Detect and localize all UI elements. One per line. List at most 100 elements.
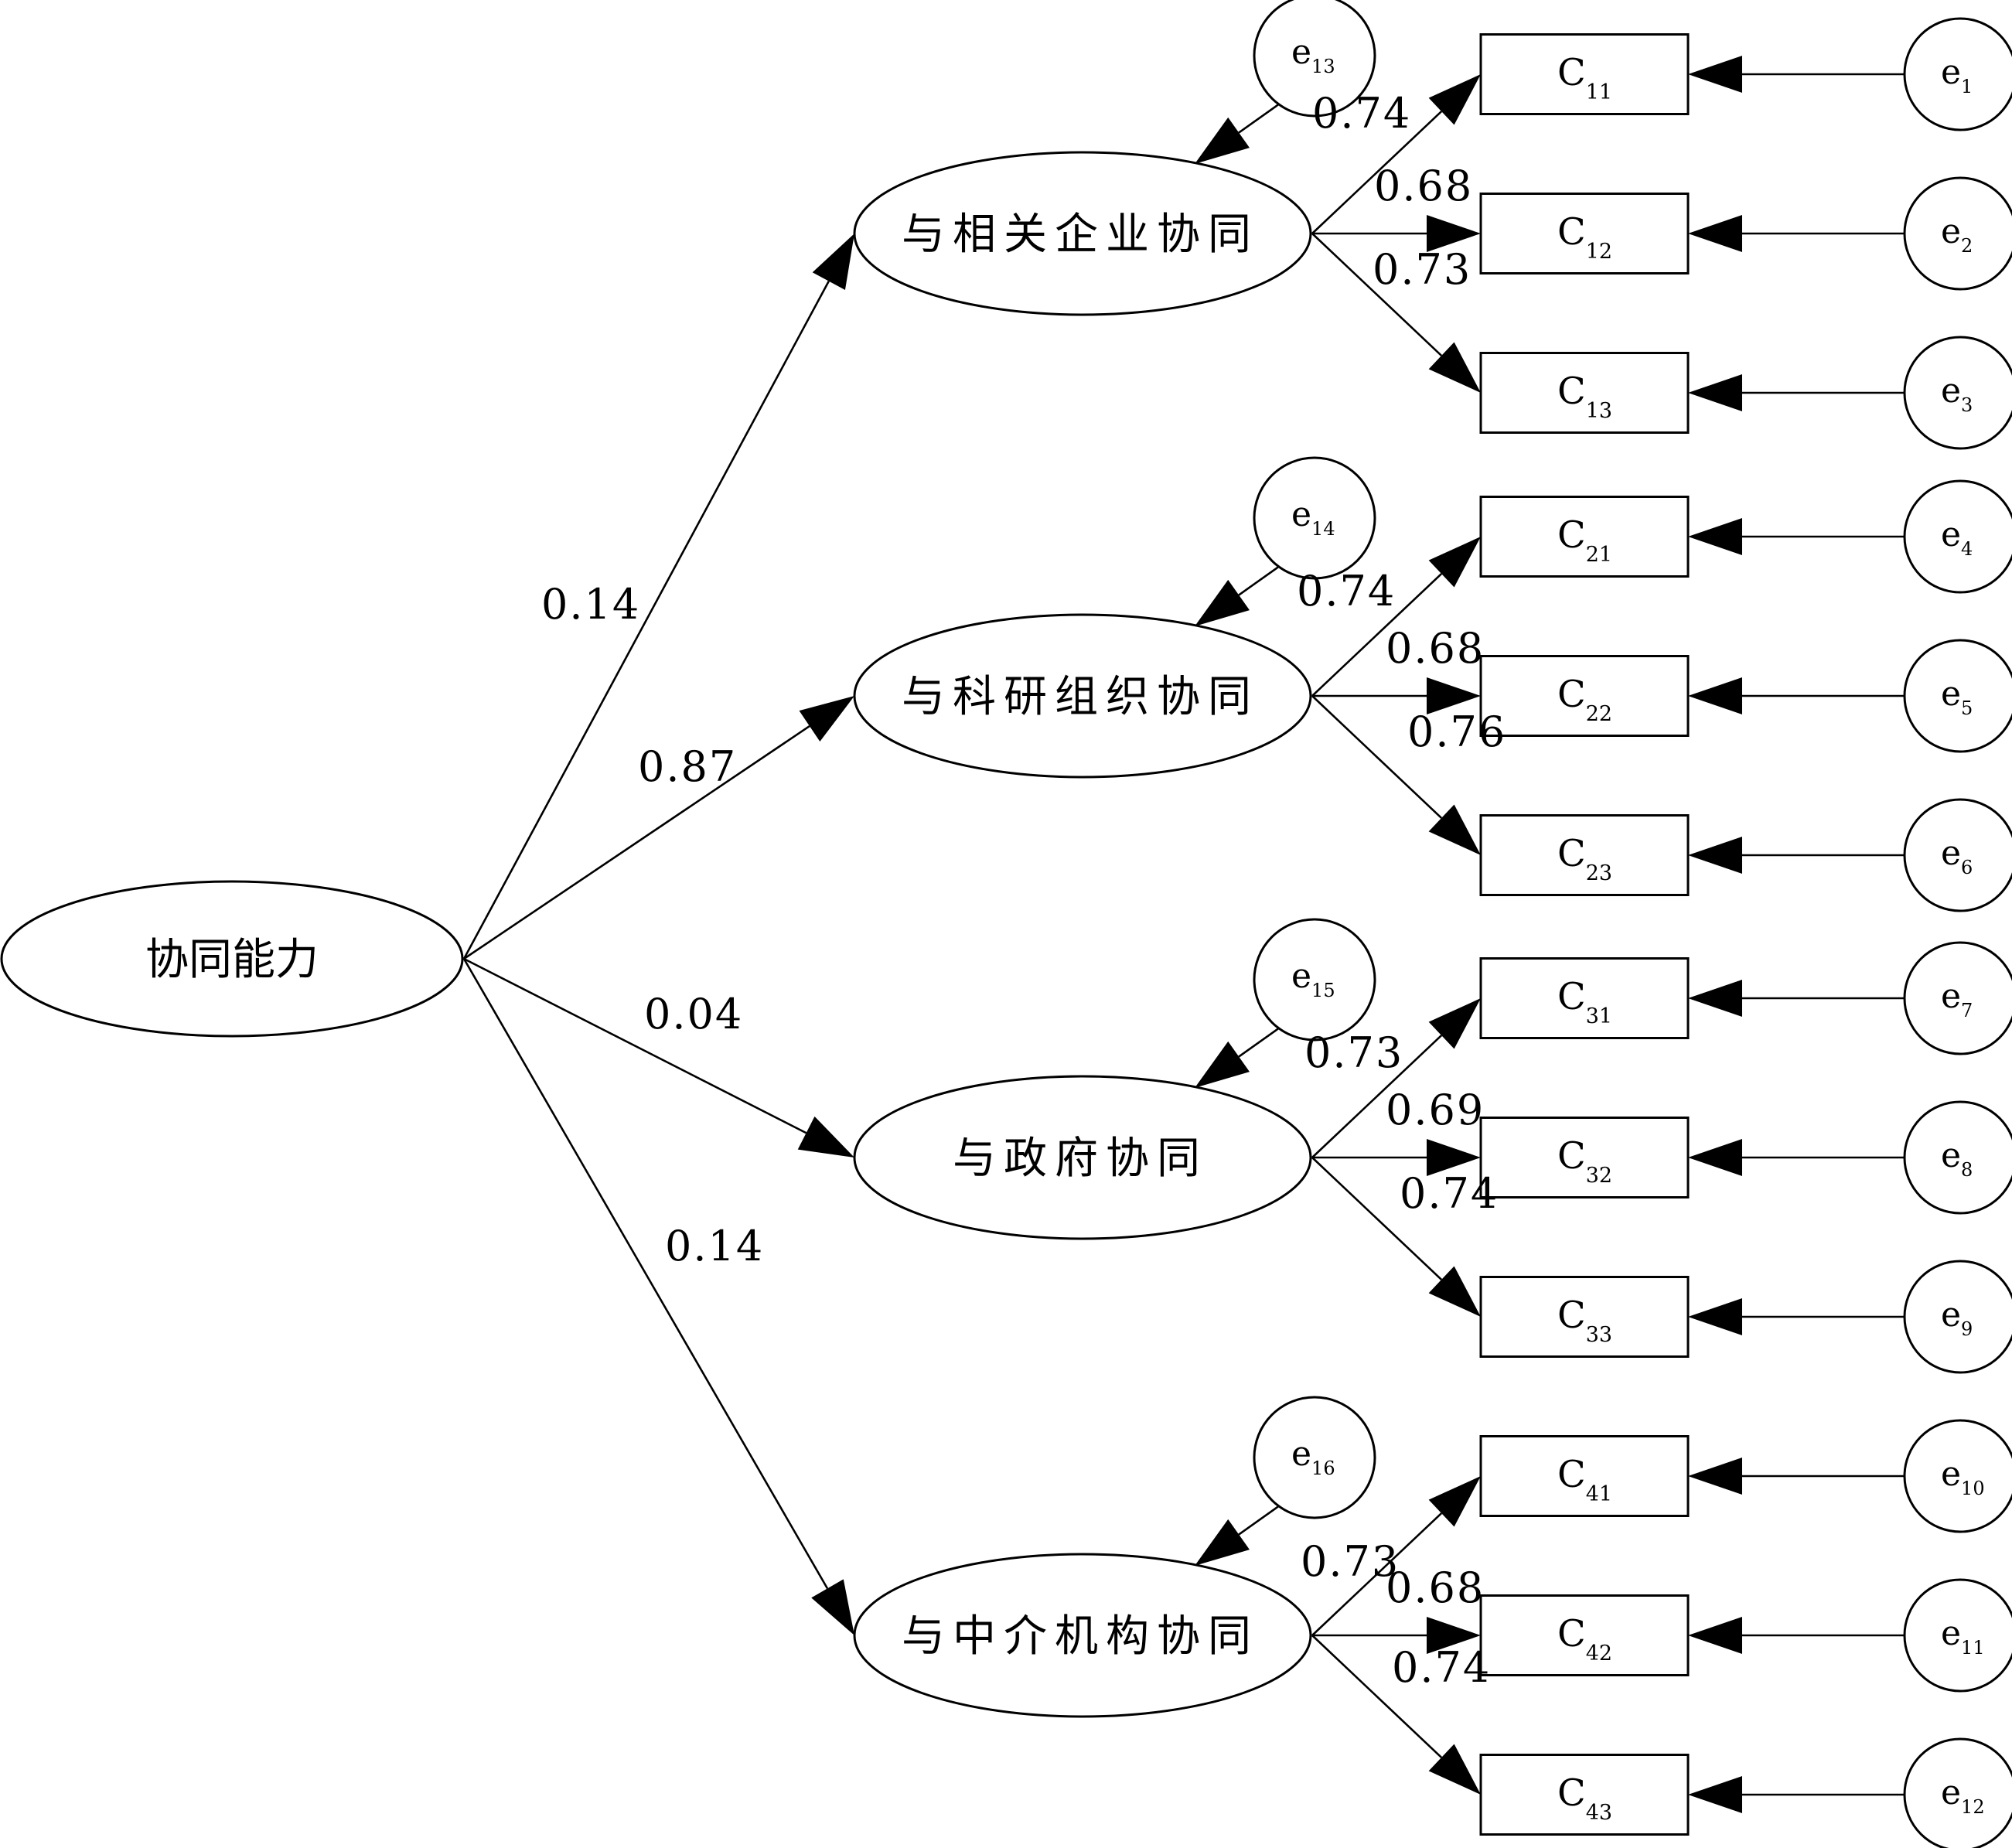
indicator-c32-loading-arrow-head [1427,1139,1481,1176]
indicator-c42-loading-arrow-head [1427,1617,1481,1654]
path-main-to-factor-4-line [462,958,829,1590]
indicator-c41-box [1479,1435,1690,1517]
indicator-c21-error-circle [1903,479,2012,594]
indicator-c23-error-arrow [1688,837,1905,874]
factor-2-loading: 0.87 [638,742,737,791]
path-main-to-factor-1-line [462,281,830,960]
indicator-c11-label: C11 [1557,51,1612,104]
factor-4-residual-label: e16 [1291,1434,1335,1479]
factor-4-ellipse [853,1553,1312,1718]
factor-2-residual-label: e14 [1291,495,1335,540]
factor-4-residual-arrow [1195,1504,1281,1566]
factor-2-residual-circle [1253,456,1376,580]
indicator-c21-loading-arrow-head [1428,537,1481,588]
factor-4-label: 与中介机构协同 [902,1611,1259,1662]
factor-2-ellipse [853,613,1312,779]
indicator-c33-error-circle [1903,1260,2012,1374]
indicator-c12-label-subscript: 12 [1586,240,1612,264]
indicator-c32-error-circle [1903,1100,2012,1215]
indicator-c32-loading-arrow [1312,1139,1481,1176]
factor-1-label: 与相关企业协同 [902,210,1259,260]
indicator-c31-error-label-main: e [1941,977,1961,1016]
factor-1-residual-arrow-head [1195,117,1250,164]
indicator-c42-label-main: C [1557,1612,1586,1655]
factor-4-residual-arrow-line [1238,1504,1281,1536]
factor-4-residual-arrow-head [1195,1519,1250,1566]
indicator-c31-loading: 0.73 [1304,1028,1403,1077]
indicator-c33-error-label-main: e [1941,1295,1961,1335]
indicator-c11-loading-arrow-line [1311,111,1443,234]
indicator-c31-loading-arrow [1311,998,1481,1158]
factor-2-label: 与科研组织协同 [902,672,1259,722]
indicator-c43-error-circle [1903,1737,2012,1848]
indicator-c21-box [1479,496,1690,578]
indicator-c21-label: C21 [1557,513,1612,567]
indicator-c23-error-label: e6 [1941,834,1973,878]
indicator-c42-error-arrow [1688,1617,1905,1654]
indicator-c33-loading: 0.74 [1400,1169,1499,1218]
factor-1-loading: 0.14 [541,580,640,629]
indicator-c21-error-label-main: e [1941,515,1961,554]
indicator-c11-label-main: C [1557,51,1586,94]
indicator-c33-error-arrow-head [1688,1298,1742,1335]
path-main-to-factor-2-head [799,696,854,742]
indicator-c13-label-main: C [1557,370,1586,413]
indicator-c22-error-label: e5 [1941,674,1973,719]
indicator-c43-error-label-main: e [1941,1773,1961,1812]
indicator-c31-label-main: C [1557,975,1586,1018]
indicator-c41-label-main: C [1557,1453,1586,1496]
factor-4-residual-label-main: e [1291,1434,1311,1474]
indicator-c22-error-arrow-head [1688,677,1742,714]
indicator-c32-error-arrow [1688,1139,1905,1176]
path-main-to-factor-1-head [812,234,854,291]
indicator-c11-label-subscript: 11 [1586,80,1612,104]
indicator-c42-error-label-main: e [1941,1614,1961,1653]
indicator-c32-error-label-subscript: 8 [1961,1159,1973,1181]
indicator-c23-error-label-subscript: 6 [1961,857,1973,878]
indicator-c43-loading-arrow-line [1311,1635,1443,1758]
factor-2-residual-label-subscript: 14 [1311,518,1335,540]
indicator-c11-loading-arrow [1311,74,1481,234]
indicator-c23-loading: 0.76 [1407,707,1506,756]
indicator-c33-label: C33 [1557,1294,1612,1347]
indicator-c22-error-circle [1903,639,2012,753]
indicator-c41-error-label-subscript: 10 [1961,1478,1985,1499]
indicator-c22-error-label-main: e [1941,674,1961,714]
indicator-c32-box [1479,1117,1690,1198]
indicator-c32-loading: 0.69 [1386,1086,1485,1134]
indicator-c13-error-arrow-head [1688,374,1742,411]
factor-3-ellipse [853,1075,1312,1240]
factor-1-residual-arrow [1195,102,1281,164]
factor-3-label: 与政府协同 [953,1134,1208,1184]
indicator-c32-error-label-main: e [1941,1136,1961,1175]
indicator-c22-loading: 0.68 [1386,624,1485,673]
factor-2-residual-arrow-line [1238,564,1281,596]
indicator-c11-error-circle [1903,17,2012,131]
indicator-c33-error-label-subscript: 9 [1961,1318,1973,1340]
main-factor-ellipse [0,880,464,1038]
indicator-c13-error-label-main: e [1941,371,1961,411]
indicator-c21-error-arrow [1688,518,1905,555]
indicator-c11-error-arrow-head [1688,56,1742,93]
indicator-c41-loading-arrow-line [1311,1512,1443,1636]
indicator-c13-loading: 0.73 [1373,245,1471,294]
indicator-c12-box [1479,193,1690,274]
indicator-c43-loading-arrow [1311,1635,1481,1795]
factor-2-residual-label-main: e [1291,495,1311,534]
indicator-c31-loading-arrow-line [1311,1035,1443,1158]
indicator-c33-label-main: C [1557,1294,1586,1337]
indicator-c33-loading-arrow-line [1311,1157,1443,1280]
factor-1-residual-label-subscript: 13 [1311,56,1335,77]
indicator-c21-error-arrow-head [1688,518,1742,555]
indicator-c33-box [1479,1276,1690,1358]
indicator-c43-label: C43 [1557,1771,1612,1825]
edges-layer [462,56,1905,1813]
indicator-c12-error-circle [1903,176,2012,291]
indicator-c33-loading-arrow [1311,1157,1481,1317]
path-main-to-factor-4-head [811,1579,854,1635]
factor-1-residual-circle [1253,0,1376,118]
indicator-c43-loading-arrow-head [1428,1744,1481,1795]
indicator-c12-error-label: e2 [1941,212,1973,257]
indicator-c12-error-arrow [1688,215,1905,252]
